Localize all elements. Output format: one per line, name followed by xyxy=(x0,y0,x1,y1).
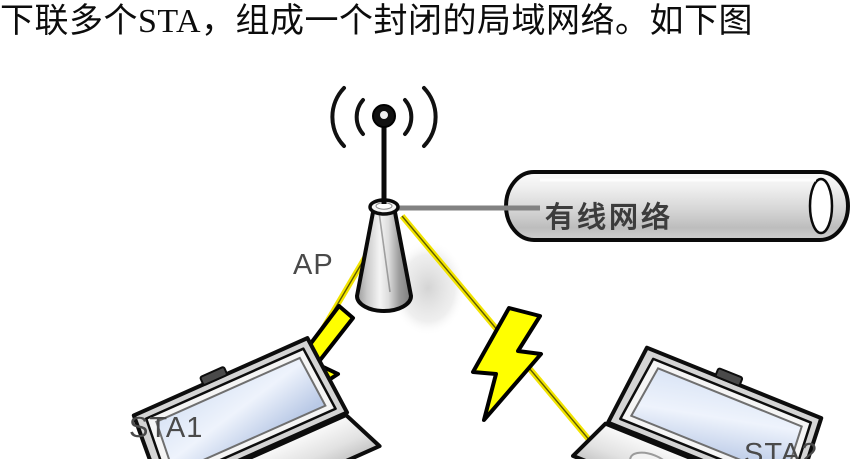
document-body-text: 下联多个STA，组成一个封闭的局域网络。如下图 xyxy=(0,3,754,40)
access-point-label: AP xyxy=(293,249,334,281)
access-point-cone-icon xyxy=(354,198,414,313)
radio-waves-icon xyxy=(330,86,438,148)
network-topology-diagram: AP STA1 STA2 有线网络 xyxy=(0,60,857,459)
wired-cable-cylinder-icon xyxy=(504,170,850,242)
diagram-canvas xyxy=(131,86,850,459)
lightning-bolt-right-icon xyxy=(471,306,543,422)
sta1-label: STA1 xyxy=(129,412,204,444)
antenna-icon xyxy=(372,104,396,204)
laptop-right-icon xyxy=(571,345,824,459)
wired-network-label: 有线网络 xyxy=(545,202,674,234)
sta2-label: STA2 xyxy=(744,438,819,459)
access-point-shadow xyxy=(390,240,466,336)
laptop-left-icon xyxy=(131,336,382,459)
